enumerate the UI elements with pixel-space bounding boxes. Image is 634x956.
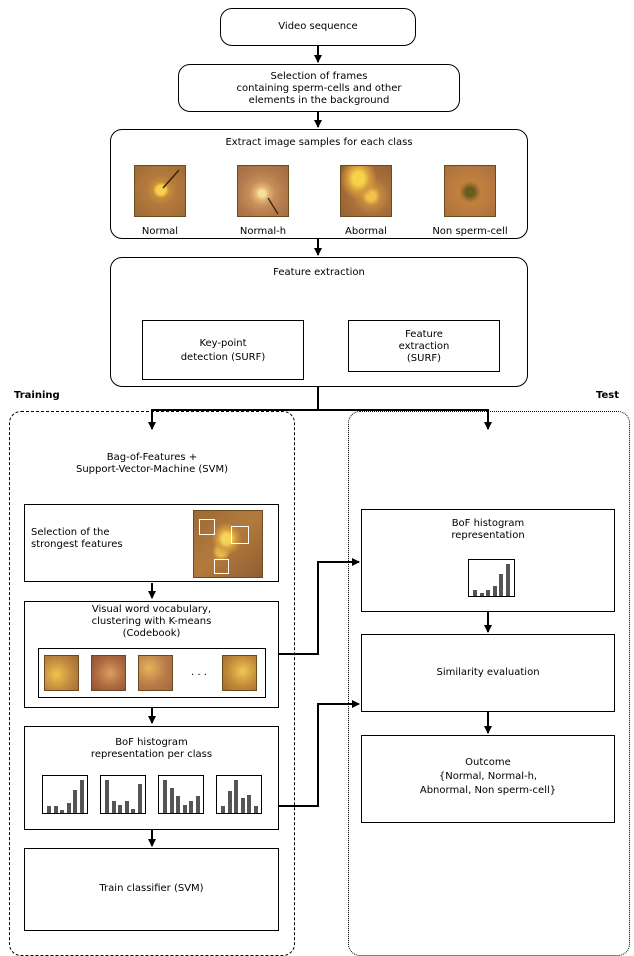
feature-extraction-box: Feature extraction Key-point detection (…	[110, 257, 528, 387]
feature-patch-box	[231, 526, 249, 544]
codeword-patch-2	[91, 655, 126, 691]
histogram-bar	[499, 574, 503, 596]
codeword-ellipsis: . . .	[191, 667, 207, 678]
extract-samples-title: Extract image samples for each class	[225, 137, 413, 148]
feature-extraction-title: Feature extraction	[273, 267, 365, 278]
codeword-patch-n	[222, 655, 257, 691]
test-bof-label: BoF histogram representation	[451, 518, 525, 541]
training-header: Bag-of-Features + Support-Vector-Machine…	[75, 452, 229, 475]
class-label-non-sperm: Non sperm-cell	[432, 226, 508, 237]
codebook-strip: . . .	[38, 648, 266, 698]
similarity-evaluation-box: Similarity evaluation	[361, 634, 615, 712]
class-histogram-3	[158, 775, 204, 814]
feature-extraction-surf-box: Feature extraction (SURF)	[348, 320, 500, 372]
arrow-train-to-similarity	[279, 700, 360, 807]
train-classifier-box: Train classifier (SVM)	[24, 848, 279, 931]
class-label-normal: Normal	[141, 226, 179, 237]
frame-selection-label: Selection of frames containing sperm-cel…	[236, 71, 402, 106]
class-label-normal-h: Normal-h	[239, 226, 287, 237]
histogram-bar	[492, 586, 497, 596]
keypoint-detection-label: Key-point detection (SURF)	[180, 338, 266, 363]
histogram-bar	[118, 805, 122, 813]
test-label: Test	[596, 390, 620, 401]
codeword-patch-3	[138, 655, 173, 691]
feature-extraction-surf-label: Feature extraction (SURF)	[398, 329, 450, 364]
histogram-bar	[66, 803, 71, 813]
extract-samples-box: Extract image samples for each class Nor…	[110, 129, 528, 239]
histogram-bar	[486, 590, 490, 596]
strongest-features-box: Selection of the strongest features	[24, 504, 279, 582]
histogram-bar	[169, 788, 174, 813]
feature-patch-box	[199, 519, 215, 535]
keypoint-detection-box: Key-point detection (SURF)	[142, 320, 304, 380]
arrow-vocab-to-test-bof	[279, 558, 360, 655]
strongest-features-label: Selection of the strongest features	[31, 527, 123, 550]
histogram-bar	[505, 564, 510, 596]
test-histogram	[468, 559, 515, 597]
histogram-bar	[163, 780, 167, 813]
histogram-bar	[240, 798, 245, 813]
histogram-bar	[479, 593, 484, 596]
feature-patch-box	[214, 559, 229, 574]
arrow-to-test	[318, 409, 492, 430]
train-classifier-label: Train classifier (SVM)	[99, 883, 204, 894]
histogram-bar	[60, 810, 64, 813]
bof-per-class-box: BoF histogram representation per class	[24, 726, 279, 830]
sample-normal-image	[134, 165, 186, 217]
histogram-bar	[53, 806, 58, 813]
bof-per-class-label: BoF histogram representation per class	[90, 737, 213, 760]
histogram-bar	[221, 806, 225, 813]
histogram-bar	[247, 795, 251, 813]
histogram-bar	[137, 784, 142, 813]
class-label-abnormal: Abormal	[345, 226, 387, 237]
similarity-evaluation-label: Similarity evaluation	[436, 667, 540, 678]
histogram-bar	[195, 796, 200, 813]
histogram-bar	[79, 780, 84, 813]
codeword-patch-1	[44, 655, 79, 691]
video-sequence-box: Video sequence	[220, 8, 416, 46]
outcome-box: Outcome {Normal, Normal-h, Abnormal, Non…	[361, 735, 615, 823]
histogram-bar	[131, 809, 135, 813]
outcome-label: Outcome {Normal, Normal-h, Abnormal, Non…	[419, 757, 557, 796]
visual-vocabulary-box: Visual word vocabulary, clustering with …	[24, 601, 279, 708]
training-label: Training	[14, 390, 60, 401]
histogram-bar	[47, 806, 51, 813]
frame-selection-box: Selection of frames containing sperm-cel…	[178, 64, 460, 112]
histogram-bar	[105, 780, 109, 813]
histogram-bar	[176, 796, 180, 813]
test-bof-box: BoF histogram representation	[361, 509, 615, 612]
histogram-bar	[227, 791, 232, 813]
histogram-bar	[73, 790, 77, 813]
histogram-bar	[253, 806, 258, 813]
histogram-bar	[182, 805, 187, 813]
histogram-bar	[189, 801, 193, 813]
histogram-bar	[124, 801, 129, 813]
class-histogram-1	[42, 775, 88, 814]
class-histogram-4	[216, 775, 262, 814]
sample-abnormal-image	[340, 165, 392, 217]
histogram-bar	[111, 801, 116, 813]
sample-non-sperm-image	[444, 165, 496, 217]
sample-normal-h-image	[237, 165, 289, 217]
histogram-bar	[473, 590, 477, 596]
arrow-to-training	[148, 387, 319, 430]
class-histogram-2	[100, 775, 146, 814]
visual-vocabulary-label: Visual word vocabulary, clustering with …	[91, 604, 212, 639]
video-sequence-label: Video sequence	[278, 21, 358, 32]
histogram-bar	[234, 780, 238, 813]
strongest-features-image	[193, 510, 263, 578]
